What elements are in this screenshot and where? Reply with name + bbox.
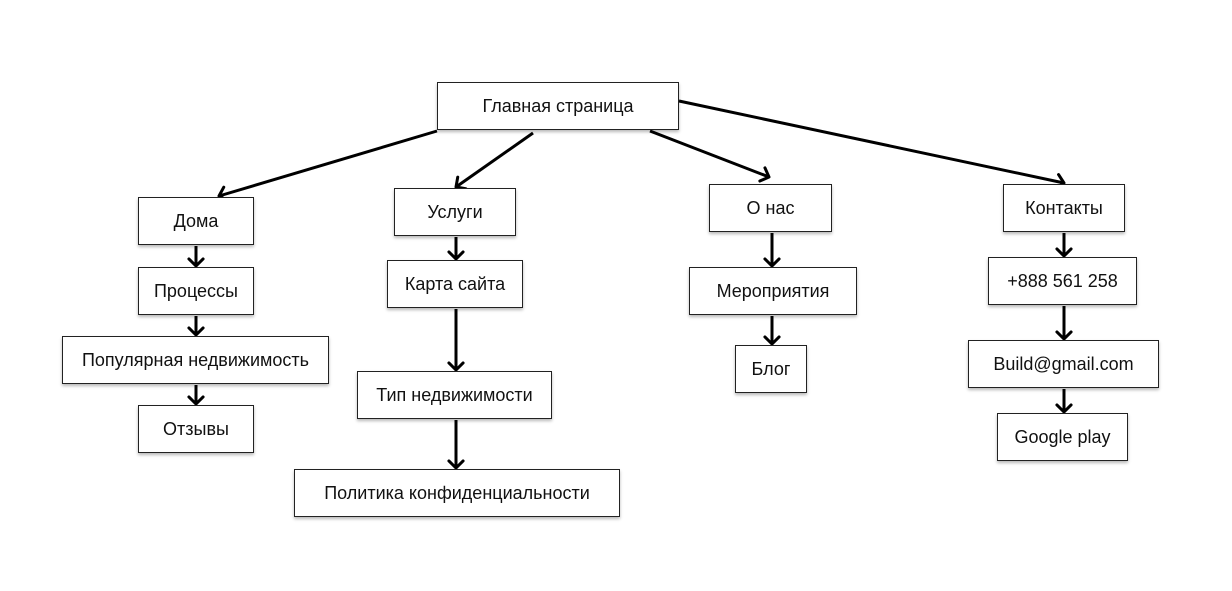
connector-property-type-to-privacy (447, 420, 465, 470)
node-contacts: Контакты (1003, 184, 1125, 232)
connector-email-to-google-play (1055, 389, 1073, 414)
node-sitemap: Карта сайта (387, 260, 523, 308)
arrowhead-icon (763, 335, 781, 346)
arrowhead-icon (1055, 247, 1073, 258)
arrowhead-icon (1055, 330, 1073, 341)
node-privacy-policy: Политика конфиденциальности (294, 469, 620, 517)
connector-popular-to-reviews (187, 385, 205, 406)
arrowhead-icon (1055, 403, 1073, 414)
arrowhead-icon (447, 361, 465, 372)
node-about-us: О нас (709, 184, 832, 232)
connector-sitemap-to-property-type (447, 309, 465, 372)
connector-root-to-about (649, 129, 771, 183)
arrowhead-icon (187, 395, 205, 406)
node-homes: Дома (138, 197, 254, 245)
connector-contacts-to-phone (1055, 233, 1073, 258)
connector-services-to-sitemap (447, 237, 465, 261)
node-events: Мероприятия (689, 267, 857, 315)
connector-line (649, 129, 770, 179)
node-property-type: Тип недвижимости (357, 371, 552, 419)
connector-root-to-services (454, 131, 534, 191)
arrowhead-icon (447, 459, 465, 470)
connector-homes-to-processes (187, 246, 205, 268)
connector-events-to-blog (763, 316, 781, 346)
connector-about-to-events (763, 233, 781, 268)
node-processes: Процессы (138, 267, 254, 315)
arrowhead-icon (758, 166, 771, 183)
node-blog: Блог (735, 345, 807, 393)
connector-line (455, 131, 534, 189)
connector-root-to-contacts (678, 99, 1066, 190)
arrowhead-icon (447, 250, 465, 261)
connector-processes-to-popular (187, 316, 205, 337)
arrowhead-icon (763, 257, 781, 268)
node-phone: +888 561 258 (988, 257, 1137, 305)
arrowhead-icon (187, 326, 205, 337)
connector-line (218, 129, 438, 198)
arrowhead-icon (187, 257, 205, 268)
node-popular-property: Популярная недвижимость (62, 336, 329, 384)
connector-phone-to-email (1055, 306, 1073, 341)
node-services: Услуги (394, 188, 516, 236)
node-main-page: Главная страница (437, 82, 679, 130)
connector-line (678, 99, 1065, 185)
node-google-play: Google play (997, 413, 1128, 461)
node-reviews: Отзывы (138, 405, 254, 453)
node-email: Build@gmail.com (968, 340, 1159, 388)
